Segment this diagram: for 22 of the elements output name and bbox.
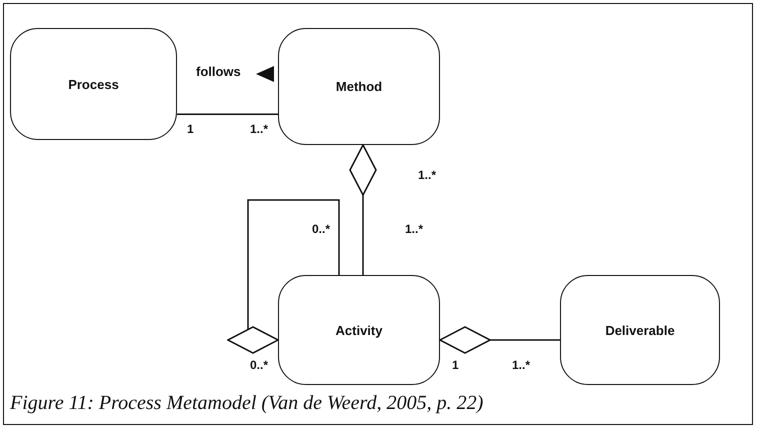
node-label: Process <box>68 76 119 92</box>
edge-label: follows <box>196 64 241 79</box>
multiplicity-label: 1..* <box>418 168 436 182</box>
rounded-box <box>278 28 440 145</box>
figure-caption: Figure 11: Process Metamodel (Van de Weerd, 2005, p. 22) <box>10 392 484 415</box>
node-label: Method <box>336 79 382 94</box>
multiplicity-label: 1 <box>452 358 459 372</box>
rounded-box <box>10 28 177 140</box>
multiplicity-label: 1..* <box>250 122 268 136</box>
multiplicity-label: 1 <box>187 122 194 136</box>
node-label: Activity <box>336 322 382 338</box>
connector <box>349 144 377 275</box>
connector <box>177 114 278 115</box>
node-label: Deliverable <box>605 322 675 338</box>
multiplicity-label: 1..* <box>512 358 530 372</box>
rounded-box <box>278 275 440 385</box>
multiplicity-label: 0..* <box>312 222 330 236</box>
multiplicity-label: 0..* <box>250 358 268 372</box>
multiplicity-label: 1..* <box>405 222 424 236</box>
rounded-box <box>560 275 720 385</box>
connector <box>227 199 340 354</box>
connector <box>439 326 560 354</box>
